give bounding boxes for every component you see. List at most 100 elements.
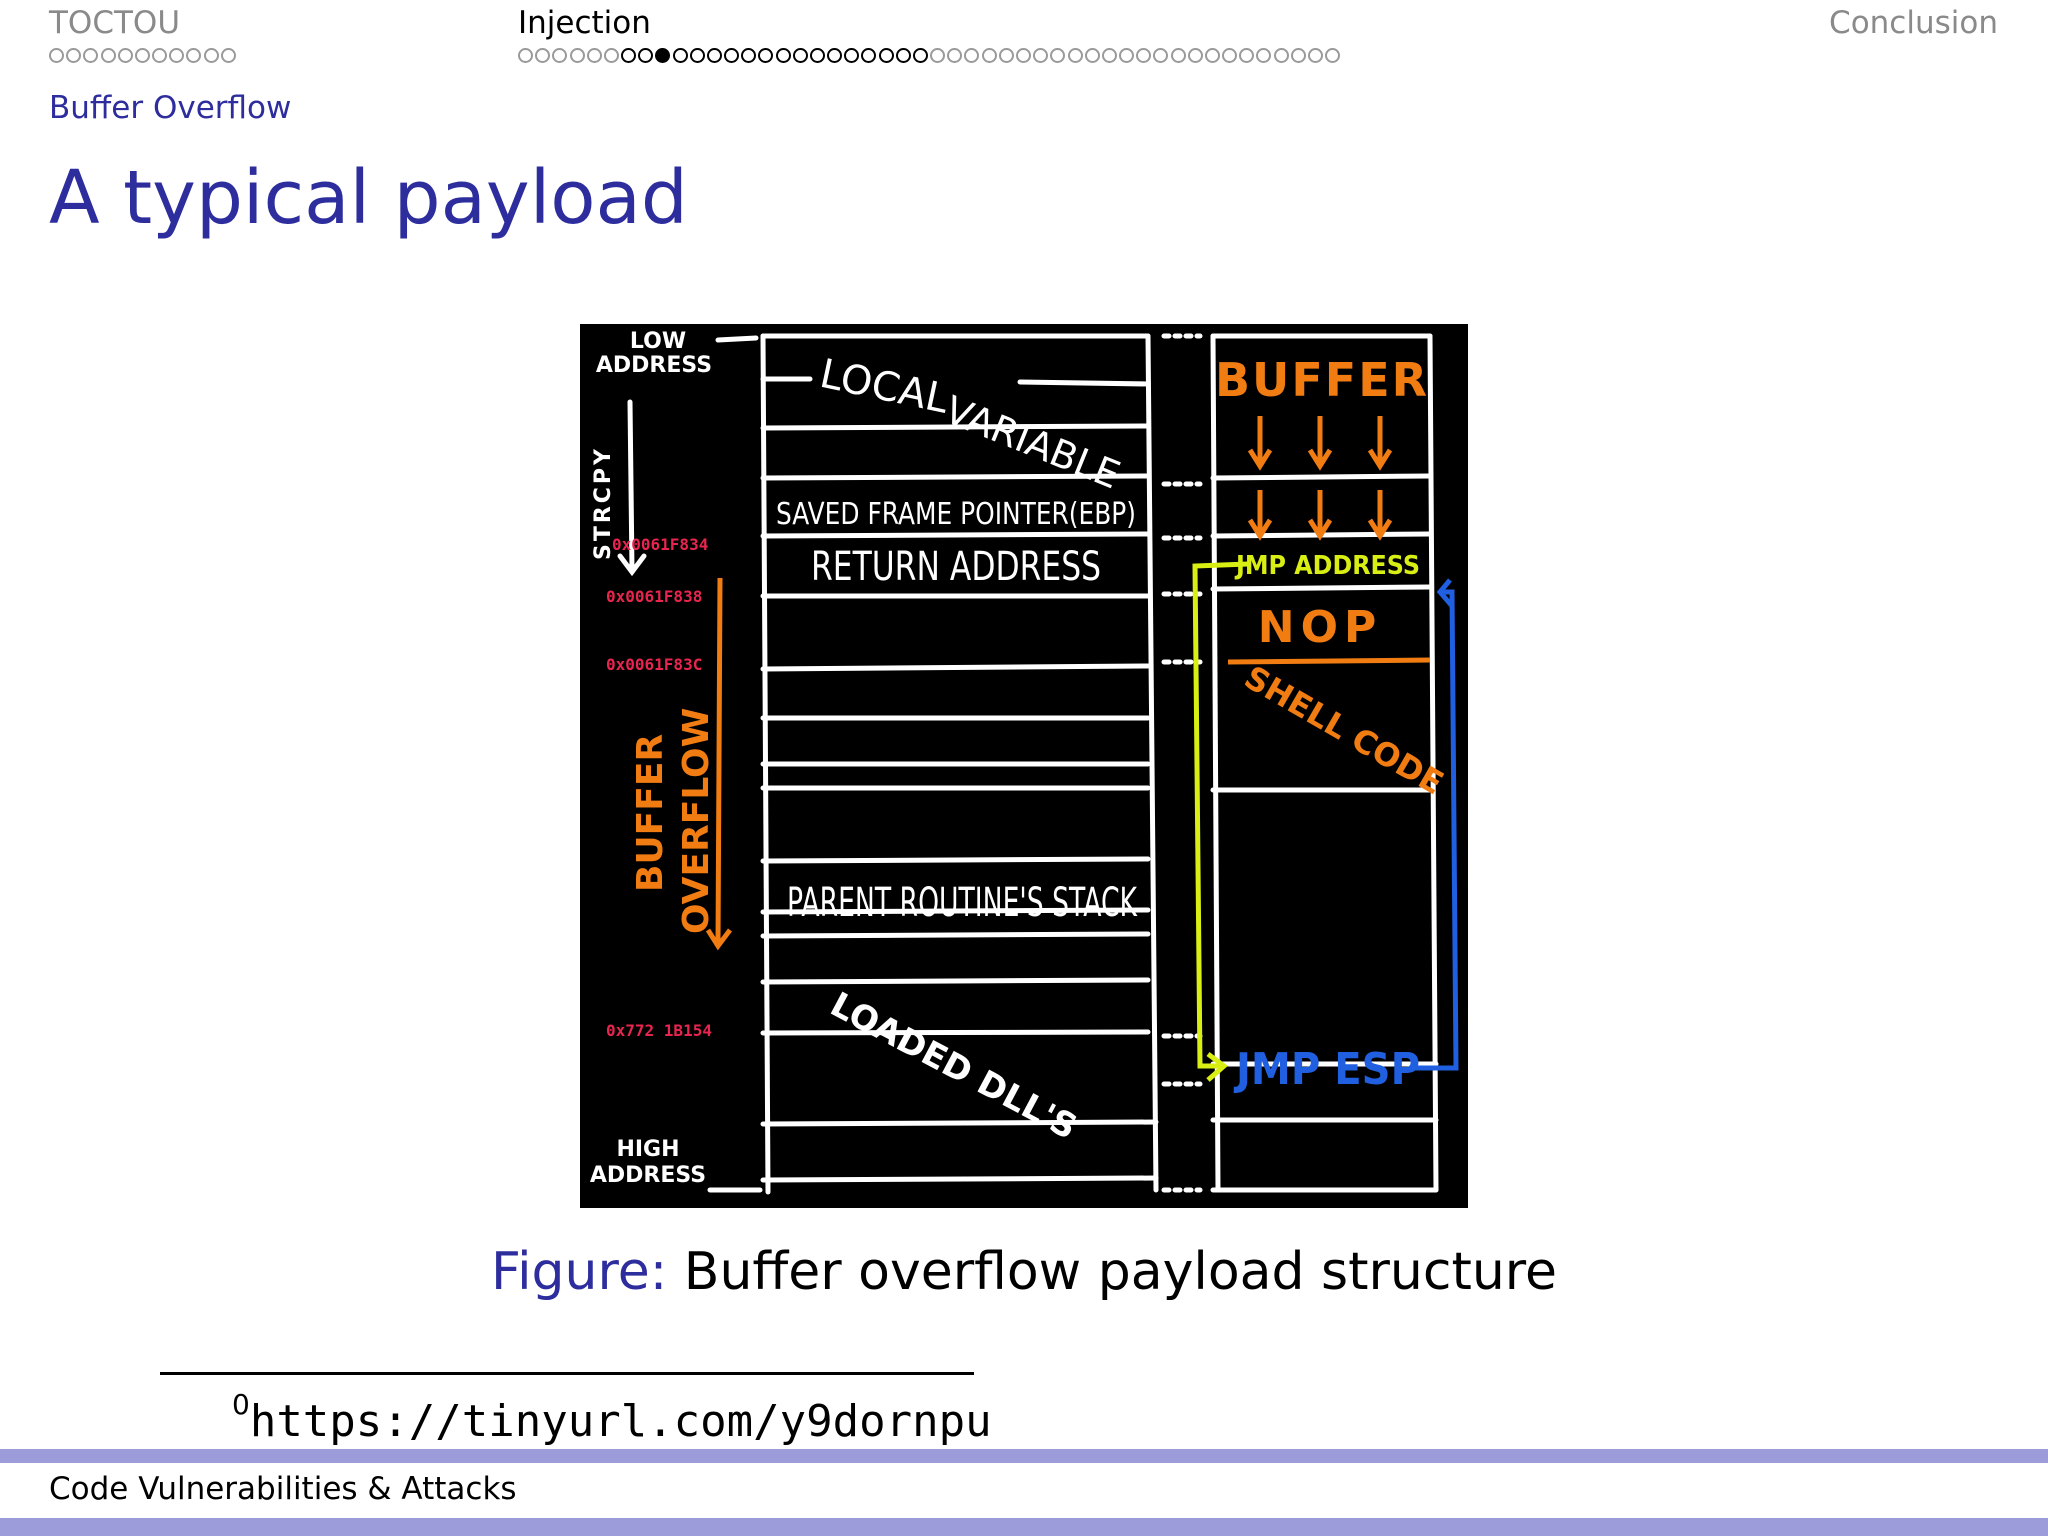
- nav-dot[interactable]: [1033, 48, 1049, 63]
- frame-title: A typical payload: [49, 155, 688, 241]
- low-address-line-1: LOW: [630, 329, 686, 354]
- footnote-url[interactable]: https://tinyurl.com/y9dornpu: [249, 1396, 992, 1447]
- nav-dot[interactable]: [638, 48, 654, 63]
- footer-title: Code Vulnerabilities & Attacks: [49, 1471, 517, 1507]
- nav-dot[interactable]: [724, 48, 740, 63]
- nav-dots[interactable]: [518, 48, 1342, 70]
- nav-section-label[interactable]: Conclusion: [1829, 5, 1998, 41]
- nav-dot[interactable]: [1273, 48, 1289, 63]
- high-address-line-2: ADDRESS: [590, 1163, 706, 1188]
- nav-dot[interactable]: [169, 48, 185, 63]
- address-labels: LOW ADDRESS HIGH ADDRESS STRCPY: [590, 329, 712, 1188]
- nav-section-conclusion[interactable]: Conclusion: [1829, 4, 1998, 42]
- nav-dot[interactable]: [1170, 48, 1186, 63]
- nav-section-toctou[interactable]: TOCTOU: [49, 4, 238, 70]
- nav-dot[interactable]: [1239, 48, 1255, 63]
- nav-dot[interactable]: [1136, 48, 1152, 63]
- nav-dot[interactable]: [947, 48, 963, 63]
- nav-dot[interactable]: [552, 48, 568, 63]
- nav-dot[interactable]: [1119, 48, 1135, 63]
- nav-dot[interactable]: [603, 48, 619, 63]
- footer-bar-bottom: [0, 1518, 2048, 1536]
- nav-dot[interactable]: [1067, 48, 1083, 63]
- nav-dot[interactable]: [1050, 48, 1066, 63]
- nav-dot[interactable]: [117, 48, 133, 63]
- nav-dot[interactable]: [912, 48, 928, 63]
- nav-dot[interactable]: [1187, 48, 1203, 63]
- caption-text: Buffer overflow payload structure: [683, 1242, 1558, 1302]
- return-address-label: RETURN ADDRESS: [811, 544, 1101, 590]
- nav-dot[interactable]: [49, 48, 64, 63]
- nav-dot[interactable]: [83, 48, 99, 63]
- buffer-overflow-label: BUFFER OVERFLOW: [630, 708, 717, 934]
- nav-dot[interactable]: [186, 48, 202, 63]
- nav-dot[interactable]: [1325, 48, 1341, 63]
- nav-dot[interactable]: [1256, 48, 1272, 63]
- footnote-rule: [160, 1372, 974, 1375]
- stack-row-lines: [760, 333, 1159, 1183]
- nav-dot[interactable]: [1015, 48, 1031, 63]
- local-variable-line-2: VARIABLE: [939, 388, 1126, 498]
- footnote: 0https://tinyurl.com/y9dornpu: [232, 1388, 992, 1447]
- stack-labels: LOCAL VARIABLE SAVED FRAME POINTER(EBP) …: [776, 351, 1138, 1148]
- nav-dot[interactable]: [672, 48, 688, 63]
- nav-dots[interactable]: [49, 48, 238, 70]
- nav-dot[interactable]: [758, 48, 774, 63]
- nav-dot[interactable]: [741, 48, 757, 63]
- nav-dot[interactable]: [861, 48, 877, 63]
- nav-dot[interactable]: [930, 48, 946, 63]
- nav-dot[interactable]: [1153, 48, 1169, 63]
- nav-dot[interactable]: [895, 48, 911, 63]
- dotted-connectors: [1161, 333, 1203, 1193]
- nav-dot[interactable]: [66, 48, 82, 63]
- nav-dot[interactable]: [792, 48, 808, 63]
- nav-dot[interactable]: [706, 48, 722, 63]
- address-1: 0x0061F834: [612, 535, 708, 554]
- nav-dot[interactable]: [621, 48, 637, 63]
- strcpy-label: STRCPY: [591, 446, 616, 560]
- nav-dot[interactable]: [775, 48, 791, 63]
- nav-dot[interactable]: [1290, 48, 1306, 63]
- nav-dot[interactable]: [1101, 48, 1117, 63]
- jmp-esp-path: [1412, 578, 1459, 1071]
- buffer-overflow-line-1: BUFFER: [630, 734, 671, 892]
- address-2: 0x0061F838: [606, 587, 702, 606]
- nav-dot[interactable]: [586, 48, 602, 63]
- nav-dot[interactable]: [998, 48, 1014, 63]
- nav-dot[interactable]: [1204, 48, 1220, 63]
- nav-dot[interactable]: [152, 48, 168, 63]
- nav-dot[interactable]: [689, 48, 705, 63]
- nav-dot[interactable]: [827, 48, 843, 63]
- nav-dot[interactable]: [569, 48, 585, 63]
- buffer-overflow-arrow: [705, 577, 732, 951]
- nav-dot[interactable]: [203, 48, 219, 63]
- stack-frame-lines: [617, 333, 1439, 1195]
- address-4: 0x772 1B154: [606, 1021, 712, 1040]
- nav-dot[interactable]: [844, 48, 860, 63]
- nav-dot[interactable]: [100, 48, 116, 63]
- payload-buffer-label: BUFFER: [1215, 353, 1429, 407]
- footnote-mark: 0: [232, 1388, 250, 1421]
- caption-label: Figure:: [490, 1242, 668, 1302]
- nav-dot[interactable]: [964, 48, 980, 63]
- nav-dot[interactable]: [878, 48, 894, 63]
- nav-section-injection[interactable]: Injection: [518, 4, 1342, 70]
- nav-dot[interactable]: [518, 48, 533, 63]
- nop-label: NOP: [1258, 602, 1382, 653]
- payload-down-arrows: [1247, 416, 1393, 541]
- nav-dot[interactable]: [220, 48, 236, 63]
- nop-divider: [1227, 657, 1431, 665]
- nav-dot[interactable]: [655, 48, 671, 63]
- jmp-address-label: JMP ADDRESS: [1234, 551, 1420, 581]
- nav-section-label[interactable]: TOCTOU: [49, 5, 181, 41]
- nav-dot[interactable]: [981, 48, 997, 63]
- nav-dot[interactable]: [134, 48, 150, 63]
- nav-dot[interactable]: [1222, 48, 1238, 63]
- nav-dot[interactable]: [1307, 48, 1323, 63]
- nav-dot[interactable]: [809, 48, 825, 63]
- nav-dot[interactable]: [1084, 48, 1100, 63]
- nav-dot[interactable]: [535, 48, 551, 63]
- nav-section-label[interactable]: Injection: [518, 5, 651, 41]
- diagram-svg: LOW ADDRESS HIGH ADDRESS STRCPY 0x0061F8…: [590, 329, 1459, 1195]
- buffer-overflow-line-2: OVERFLOW: [676, 708, 717, 934]
